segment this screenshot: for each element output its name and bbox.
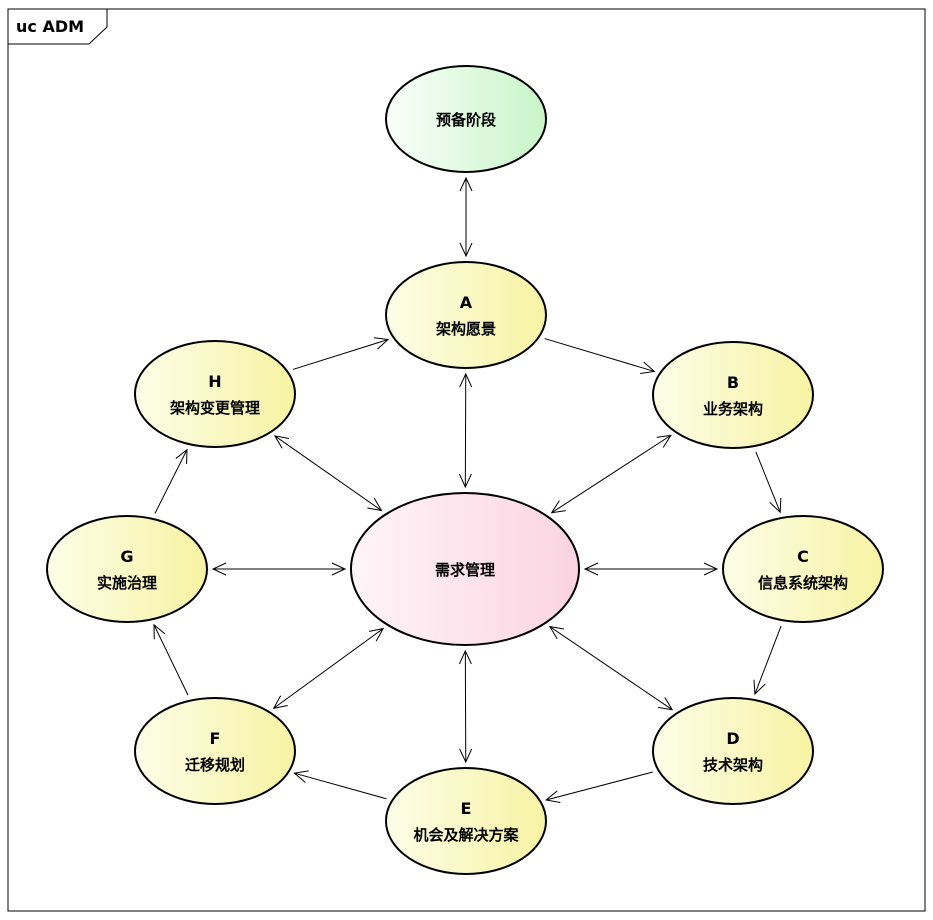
node-f-label: 迁移规划 — [185, 756, 245, 774]
arrowhead-c-d-end — [753, 679, 766, 696]
arrowhead-f-g-end — [153, 623, 166, 640]
node-prelim-label: 预备阶段 — [436, 111, 496, 129]
arrowhead-req-c-end — [703, 562, 719, 576]
node-d-letter: D — [726, 729, 739, 748]
nodes: 预备阶段 A 架构愿景 B 业务架构 C 信息系统架构 D 技术架构 — [46, 65, 884, 875]
arrowhead-prelim-a-start — [459, 176, 473, 192]
edge-e-f — [294, 772, 387, 800]
edge-f-g — [153, 624, 189, 696]
edge-req-h — [274, 435, 382, 511]
node-prelim-shape — [385, 65, 547, 173]
edge-b-c — [755, 451, 781, 513]
node-f-shape — [134, 697, 296, 805]
node-b-label: 业务架构 — [703, 400, 763, 418]
arrowhead-req-a-end — [459, 372, 473, 388]
arrowhead-req-g-end — [211, 562, 227, 576]
edge-req-f — [273, 628, 384, 709]
node-e-label: 机会及解决方案 — [413, 826, 519, 844]
arrowhead-req-a-start — [458, 473, 472, 489]
node-c-shape — [722, 515, 884, 623]
arrowhead-req-b-start — [550, 500, 566, 514]
node-d-shape — [652, 697, 814, 805]
arrowhead-req-h-start — [367, 497, 383, 512]
edge-d-e — [546, 771, 653, 801]
edge-g-h — [154, 449, 188, 514]
arrowhead-req-f-start — [369, 627, 385, 642]
node-e-letter: E — [461, 799, 472, 818]
edge-h-a — [292, 339, 389, 370]
node-b[interactable]: B 业务架构 — [652, 341, 814, 449]
node-d[interactable]: D 技术架构 — [652, 697, 814, 805]
arrowhead-req-g-start — [331, 562, 347, 576]
node-a-label: 架构愿景 — [435, 320, 496, 338]
node-prelim[interactable]: 预备阶段 — [385, 65, 547, 173]
edges — [153, 176, 782, 803]
node-b-shape — [652, 341, 814, 449]
node-req-label: 需求管理 — [435, 561, 495, 579]
frame-border — [7, 8, 926, 912]
node-c-label: 信息系统架构 — [758, 574, 848, 592]
arrowhead-g-h-end — [175, 448, 188, 464]
arrowhead-b-c-end — [769, 497, 782, 514]
arrowhead-req-d-end — [657, 697, 674, 711]
node-g-letter: G — [120, 547, 133, 566]
arrowhead-req-e-start — [458, 649, 472, 665]
arrowhead-req-b-end — [656, 434, 672, 448]
arrowhead-prelim-a-end — [459, 242, 473, 258]
arrowhead-req-f-end — [272, 695, 288, 709]
edge-req-b — [551, 434, 672, 514]
arrowhead-req-c-start — [583, 562, 599, 576]
node-req-shape — [350, 492, 580, 646]
node-h-letter: H — [208, 372, 221, 391]
node-d-label: 技术架构 — [703, 756, 763, 774]
node-e-shape — [385, 767, 547, 875]
arrowhead-h-a-end — [373, 337, 390, 350]
node-g[interactable]: G 实施治理 — [46, 515, 208, 623]
node-g-label: 实施治理 — [97, 574, 157, 592]
node-h-label: 架构变更管理 — [169, 399, 260, 417]
node-h-shape — [134, 340, 296, 448]
arrowhead-a-b-end — [640, 361, 656, 374]
arrowhead-req-e-end — [459, 748, 473, 764]
node-b-letter: B — [727, 373, 739, 392]
edge-a-b — [544, 338, 655, 372]
edge-c-d — [754, 625, 782, 695]
node-req[interactable]: 需求管理 — [350, 492, 580, 646]
frame-tab — [7, 8, 108, 45]
node-c[interactable]: C 信息系统架构 — [722, 515, 884, 623]
node-f[interactable]: F 迁移规划 — [134, 697, 296, 805]
edge-req-d — [549, 626, 673, 711]
arrowhead-d-e-end — [545, 790, 561, 803]
node-a[interactable]: A 架构愿景 — [385, 261, 547, 369]
node-g-shape — [46, 515, 208, 623]
node-h[interactable]: H 架构变更管理 — [134, 340, 296, 448]
arrowhead-req-d-start — [548, 625, 565, 640]
arrowhead-req-h-end — [273, 435, 290, 449]
frame-title: uc ADM — [16, 17, 84, 36]
node-a-letter: A — [460, 293, 473, 312]
node-c-letter: C — [797, 547, 809, 566]
node-a-shape — [385, 261, 547, 369]
node-f-letter: F — [210, 729, 221, 748]
node-e[interactable]: E 机会及解决方案 — [385, 767, 547, 875]
arrowhead-e-f-end — [293, 770, 309, 783]
